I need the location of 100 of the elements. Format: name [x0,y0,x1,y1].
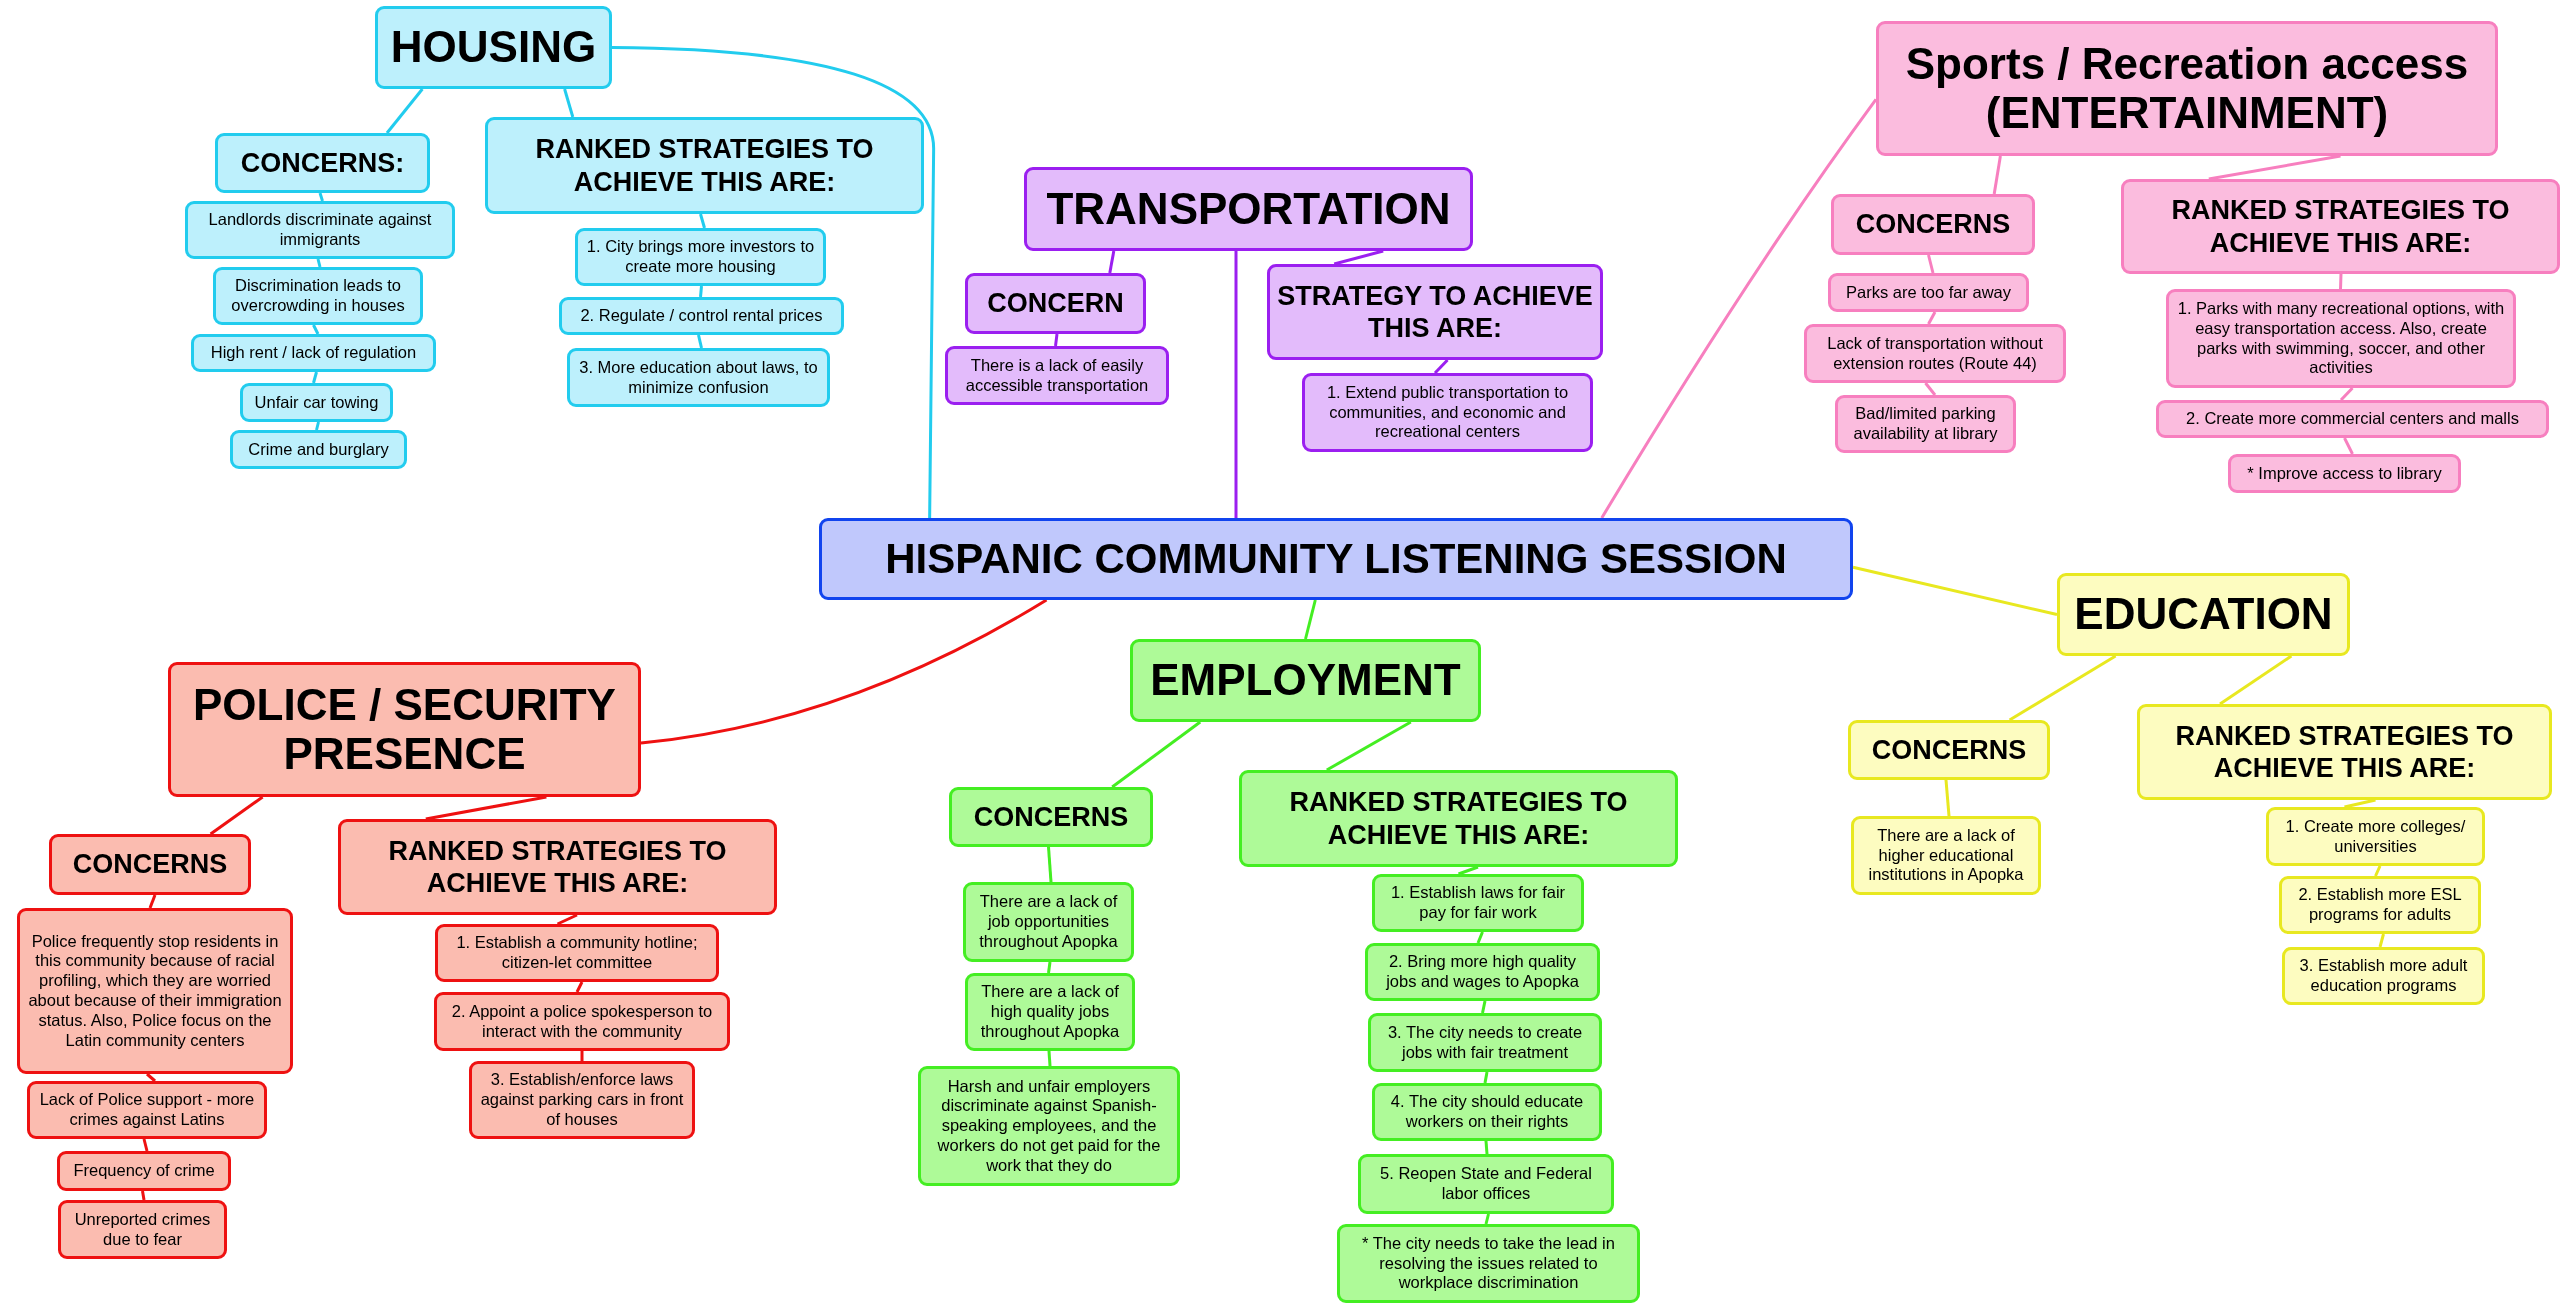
connector-line [1484,1140,1489,1155]
connector-line [563,88,575,118]
connector-line [2208,154,2341,181]
topic-title: HOUSING [390,23,597,72]
connector-line [2008,654,2117,722]
connector-line [1047,846,1053,883]
subtopic-title: STRATEGY TO ACHIEVE THIS ARE: [1276,279,1594,345]
item-text: There is a lack of easily accessible transportation [964,355,1150,396]
item-text: Crime and burglary [248,439,389,460]
item-text: 1. Establish laws for fair pay for fair work [1389,883,1567,923]
item-text: Harsh and unfair employers discriminate against Spanish-speaking employees, and the workers do not get paid for the work that they do [936,1076,1162,1176]
connector-line [1927,311,1937,325]
item-text: Lack of transportation without extension routes (Route 44) [1826,333,2044,374]
subtopic-title: RANKED STRATEGIES TO ACHIEVE THIS ARE: [534,133,875,198]
item-text: 3. The city needs to create jobs with fair treatment [1386,1022,1584,1063]
connector-line [312,371,318,384]
subtopic-title: CONCERNS: [240,146,405,180]
item-text: Unfair car towing [254,392,379,413]
subtopic-title: RANKED STRATEGIES TO ACHIEVE THIS ARE: [2174,719,2515,785]
topic-title: TRANSPORTATION [1046,184,1451,234]
item-text: 2. Establish more ESL programs for adults [2297,885,2463,925]
item-text: 4. The city should educate workers on their rights [1389,1092,1585,1132]
connector-line [425,795,547,821]
connector-line [1047,961,1052,974]
connector-line [1111,720,1202,789]
connector-line [1326,720,1412,772]
item-text: 5. Reopen State and Federal labor offices [1379,1164,1593,1204]
connector-line [1927,254,1935,274]
item-text: Frequency of crime [73,1161,215,1181]
connector-line [2339,273,2343,290]
connector-line [1108,250,1116,274]
connector-line [556,913,578,926]
item-text: Unreported crimes due to fear [73,1209,212,1250]
topic-title: EMPLOYMENT [1150,656,1461,705]
connector-line [699,213,706,229]
item-text: Landlords discriminate against immigrants [207,210,433,250]
item-text: 3. Establish more adult education programs [2298,956,2469,996]
subtopic-title: CONCERNS [973,800,1129,834]
connector-line [1944,779,1951,817]
subtopic-title: CONCERNS [72,848,228,881]
connector-line [1476,931,1484,944]
item-text: There are a lack of high quality jobs throughout Apopka [979,982,1121,1042]
item-text: 1. Establish a community hotline; citizen-let committee [455,933,699,973]
item-text: There are a lack of higher educational institutions in Apopka [1867,825,2025,886]
subtopic-title: CONCERNS [1855,208,2011,241]
item-text: Discrimination leads to overcrowding in houses [230,276,406,316]
topic-title: EDUCATION [2074,590,2333,639]
connector-line [580,1051,584,1061]
item-text: Parks are too far away [1845,282,2012,303]
subtopic-title: CONCERNS [1871,733,2027,767]
connector-line [1333,249,1384,266]
connector-line [316,258,322,268]
connector-line [142,1138,149,1152]
connector-line [1234,251,1238,518]
item-text: 3. Establish/enforce laws against parking cars in front of houses [479,1070,685,1130]
connector-line [1483,1071,1489,1084]
connector-line [318,192,324,202]
connector-line [1992,155,2002,195]
item-text: 1. Create more colleges/ universities [2284,816,2467,857]
connector-line [1481,1000,1487,1014]
item-text: 2. Appoint a police spokesperson to interact with the community [450,1001,714,1042]
connector-line [1924,382,1937,396]
item-text: * The city needs to take the lead in resolving the issues related to workplace discrimination [1361,1233,1616,1294]
topic-title: POLICE / SECURITY PRESENCE [192,681,617,778]
subtopic-title: RANKED STRATEGIES TO ACHIEVE THIS ARE: [1288,786,1629,851]
connector-line [148,894,157,909]
item-text: Police frequently stop residents in this community because of racial profiling, which they are worried about because of their immigration status. Also, Police focus on the Latin community centers [27,931,283,1051]
connector-line [2378,933,2385,948]
connector-line [209,795,264,836]
connector-line [1054,333,1059,347]
item-text: 2. Bring more high quality jobs and wages to Apopka [1384,952,1580,992]
subtopic-title: CONCERN [987,287,1124,320]
central-topic-text: HISPANIC COMMUNITY LISTENING SESSION [885,535,1787,583]
connector-line [385,88,424,134]
item-text: 1. City brings more investors to create more housing [585,237,816,277]
connector-line [611,46,936,518]
connector-line [315,421,320,431]
connector-line [1458,865,1479,876]
connector-line [2219,654,2293,706]
connector-line [141,1190,146,1201]
connector-line [1304,599,1317,640]
subtopic-title: RANKED STRATEGIES TO ACHIEVE THIS ARE: [387,834,728,900]
connector-line [1484,1213,1490,1225]
item-text: * Improve access to library [2247,463,2442,484]
subtopic-title: RANKED STRATEGIES TO ACHIEVE THIS ARE: [2170,194,2511,259]
connector-line [1600,98,1878,519]
connector-line [1047,1050,1052,1067]
connector-line [312,324,320,335]
connector-line [697,334,703,349]
connector-line [2344,798,2376,809]
item-text: 3. More education about laws, to minimize confusion [578,357,819,398]
item-text: There are a lack of job opportunities throughout Apopka [978,892,1119,952]
item-text: Lack of Police support - more crimes against Latins [38,1090,256,1130]
item-text: Bad/limited parking availability at library [1852,404,1999,444]
connector-line [1433,358,1449,375]
item-text: 2. Create more commercial centers and malls [2186,409,2519,429]
item-text: 1. Parks with many recreational options, with easy transportation access. Also, create parks with swimming, soccer, and other activities [2176,298,2506,379]
item-text: 1. Extend public transportation to communities, and economic and recreational centers [1325,382,1570,443]
item-text: High rent / lack of regulation [210,343,417,363]
item-text: 2. Regulate / control rental prices [580,306,823,326]
